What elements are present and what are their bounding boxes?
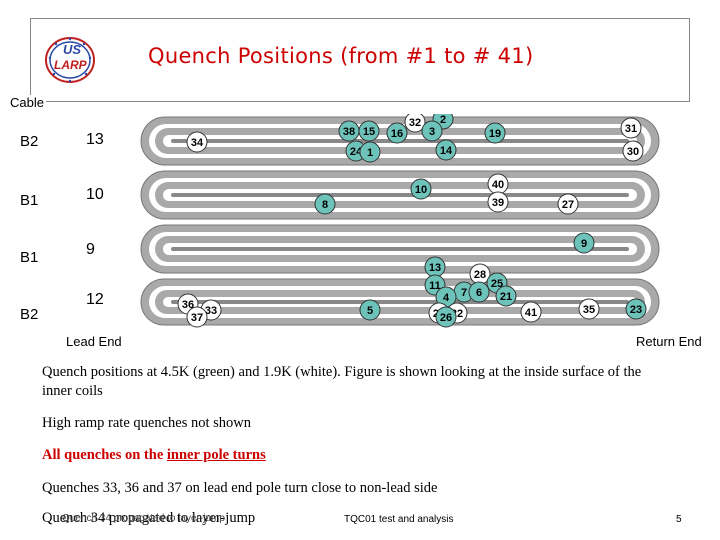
row-3-cable: B1 [20,249,39,266]
quench-marker-label-40: 40 [492,179,504,191]
footer-title: TQC01 test and analysis [344,514,454,525]
page-number: 5 [676,514,682,525]
quench-marker-label-8: 8 [322,199,328,211]
quench-marker-label-24: 24 [350,146,363,158]
inner-pole-turns-text: inner pole turns [166,447,266,463]
quench-marker-label-37: 37 [191,312,203,324]
row-4-cable: B2 [20,306,39,323]
coil-block-3 [140,224,660,274]
note-high-ramp: High ramp rate quenches not shown [42,415,251,431]
quench-marker-37 [186,306,208,328]
quench-marker-label-28: 28 [474,269,486,281]
quench-marker-21 [495,285,517,307]
quench-marker-label-7: 7 [461,287,467,299]
quench-marker-label-25: 25 [491,278,503,290]
quench-marker-27 [557,193,579,215]
page-title: Quench Positions (from #1 to # 41) [148,44,534,68]
quench-marker-35 [578,298,600,320]
quench-marker-label-15: 15 [363,126,375,138]
quench-marker-label-14: 14 [440,145,453,157]
quench-marker-label-2: 2 [440,114,446,126]
quench-marker-6 [468,281,490,303]
quench-marker-label-26: 26 [440,312,452,324]
quench-marker-34 [186,131,208,153]
quench-marker-5 [359,299,381,321]
quench-marker-label-11: 11 [429,280,441,292]
logo-text-us: US [63,42,82,57]
quench-marker-label-5: 5 [367,305,373,317]
quench-marker-32 [404,114,426,133]
quench-marker-1 [359,141,381,163]
quench-marker-label-36: 36 [182,299,194,311]
quench-marker-14 [435,139,457,161]
quench-marker-label-4: 4 [443,292,450,304]
quench-marker-label-30: 30 [627,146,639,158]
quench-marker-16 [386,122,408,144]
note-inner-pole: All quenches on the inner pole turns [42,446,266,465]
quench-marker-label-27: 27 [562,199,574,211]
row-1-cable: B2 [20,133,39,150]
row-3-turns: 9 [86,241,95,258]
quench-marker-label-9: 9 [581,238,587,250]
quench-marker-label-34: 34 [191,137,204,149]
quench-marker-26 [435,306,457,328]
note-lead-end-quenches: Quenches 33, 36 and 37 on lead end pole … [42,480,438,496]
quench-marker-label-6: 6 [476,287,482,299]
row-2-turns: 10 [86,186,104,203]
logo-text-larp: LARP [54,58,87,72]
quench-marker-39 [487,191,509,213]
quench-marker-3 [421,120,443,142]
coil-block-2 [140,170,660,220]
quench-marker-label-41: 41 [525,307,537,319]
footer-left-text: Quench 34 propagated to layer-jump [62,513,225,524]
quench-marker-label-1: 1 [367,147,373,159]
quench-marker-23 [625,298,647,320]
us-larp-logo [45,37,95,83]
quench-marker-label-38: 38 [343,126,355,138]
quench-marker-label-21: 21 [500,291,512,303]
quench-marker-label-10: 10 [415,184,427,196]
row-1-turns: 13 [86,131,104,148]
note-layer-jump: Quench 34 propagated to layer-jump [42,510,256,526]
title-box [30,18,690,102]
quench-marker-label-13: 13 [429,262,441,274]
quench-marker-label-16: 16 [391,128,403,140]
quench-marker-31 [620,117,642,139]
row-2-cable: B1 [20,192,39,209]
quench-marker-8 [314,193,336,215]
note-inner-pole-prefix: All quenches on the [42,447,167,463]
quench-marker-30 [622,140,644,162]
quench-marker-label-32: 32 [409,117,421,129]
return-end-label: Return End [636,334,702,349]
quench-marker-9 [573,232,595,254]
quench-marker-10 [410,178,432,200]
quench-marker-label-39: 39 [492,197,504,209]
lead-end-label: Lead End [66,334,122,349]
quench-marker-label-35: 35 [583,304,595,316]
cable-column-header: Cable [8,95,46,110]
quench-marker-label-31: 31 [625,123,637,135]
quench-marker-label-19: 19 [489,128,501,140]
quench-marker-label-23: 23 [630,304,642,316]
quench-marker-label-3: 3 [429,126,435,138]
quench-marker-15 [358,120,380,142]
row-4-turns: 12 [86,291,104,308]
quench-marker-41 [520,301,542,323]
quench-marker-19 [484,122,506,144]
quench-marker-label-33: 33 [205,305,217,317]
note-quench-positions: Quench positions at 4.5K (green) and 1.9… [42,364,642,399]
